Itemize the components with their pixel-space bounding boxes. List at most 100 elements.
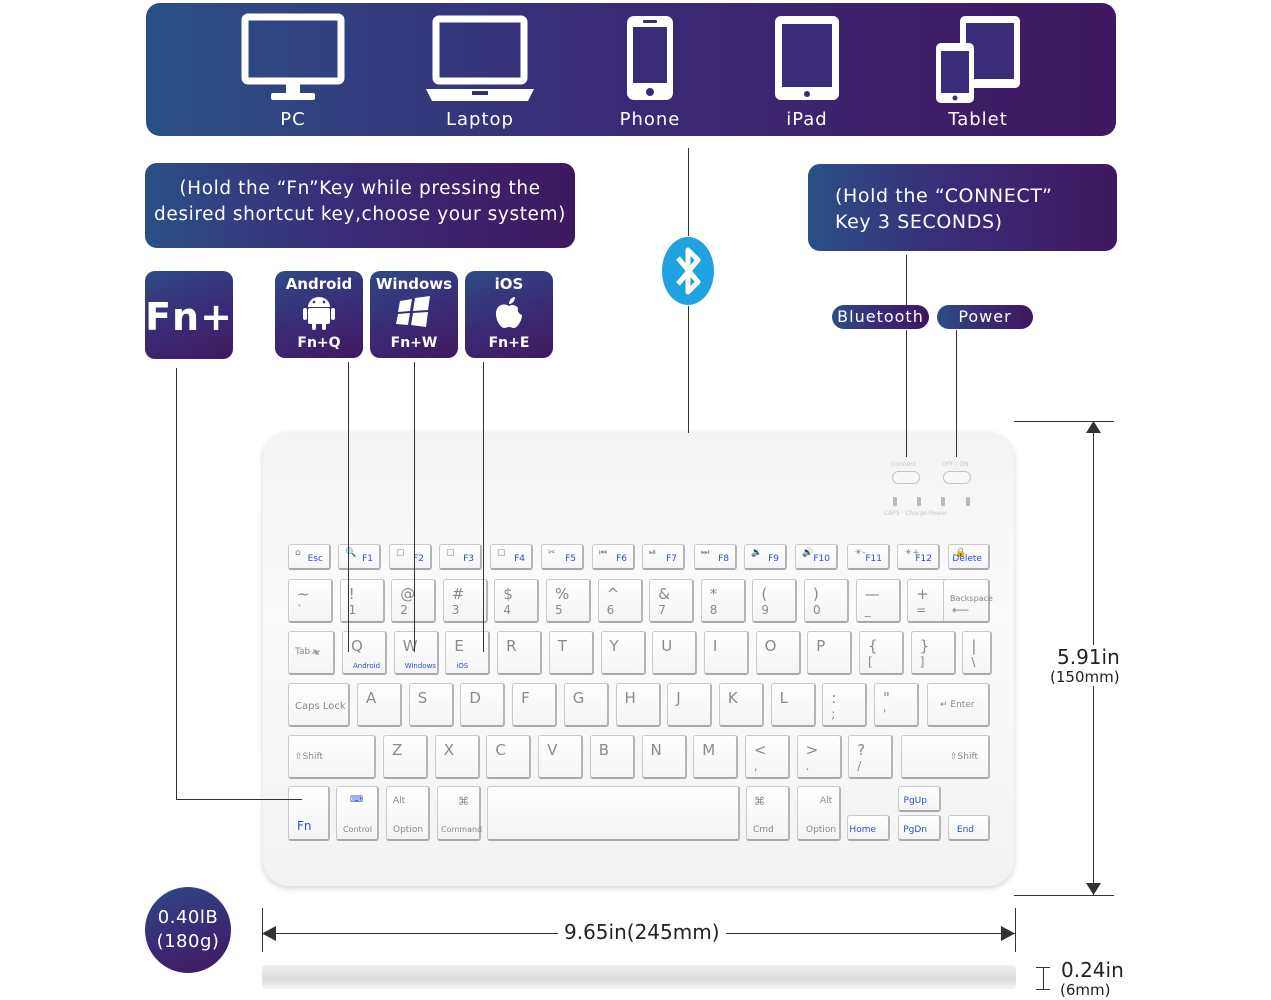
key[interactable]: }]	[910, 631, 956, 675]
function-key[interactable]: ⏮F6	[592, 544, 635, 570]
backspace-key[interactable]: Backspace⟵	[943, 579, 993, 623]
function-key[interactable]: ☀-F11	[847, 544, 890, 570]
key[interactable]: :;	[822, 683, 868, 727]
key-icon: ⏮	[599, 548, 608, 558]
control-key[interactable]: ⌨Control	[336, 786, 379, 841]
right-shift-key[interactable]: ⇧Shift	[901, 735, 990, 779]
key[interactable]: V	[538, 735, 584, 779]
key[interactable]: C	[486, 735, 532, 779]
key[interactable]: %5	[546, 579, 591, 623]
key[interactable]: ^6	[597, 579, 643, 623]
key[interactable]: >.	[796, 735, 842, 779]
key[interactable]: Z	[383, 735, 428, 779]
power-switch[interactable]	[943, 471, 971, 484]
enter-key[interactable]: ↵ Enter	[927, 683, 990, 727]
pgup-key[interactable]: PgUp	[898, 786, 941, 812]
fn-key[interactable]: Fn	[288, 786, 330, 841]
connector-line	[956, 330, 957, 457]
command-key[interactable]: ⌘Command	[437, 786, 482, 841]
key[interactable]: B	[589, 735, 635, 779]
key[interactable]: !1	[339, 579, 385, 623]
key[interactable]: K	[718, 683, 764, 727]
keyboard-icon: ⌨	[350, 795, 363, 805]
function-key[interactable]: ⌂Esc	[288, 544, 331, 570]
function-key[interactable]: 🔒Delete	[948, 544, 990, 570]
key[interactable]: @2	[391, 579, 437, 623]
key[interactable]: H	[615, 683, 661, 727]
key-letter: R	[506, 637, 517, 655]
key[interactable]: N	[641, 735, 687, 779]
function-key[interactable]: 🔍F1	[338, 544, 381, 570]
key[interactable]: ~`	[288, 579, 333, 623]
function-key[interactable]: ⏯F7	[642, 544, 685, 570]
arrow-up-icon	[1086, 421, 1101, 433]
key-label: Tab ⇤	[295, 647, 321, 657]
key[interactable]: P	[807, 631, 853, 675]
key[interactable]: R	[497, 631, 543, 675]
key[interactable]: M	[693, 735, 739, 779]
note-line: (Hold the “Fn”Key while pressing the	[179, 178, 541, 199]
key[interactable]: J	[667, 683, 713, 727]
key[interactable]: <,	[744, 735, 790, 779]
key-label: PgDn	[903, 825, 927, 835]
key-lower: `	[297, 603, 303, 617]
indicator-light	[966, 497, 970, 506]
tablet-icon	[936, 16, 1020, 103]
function-key[interactable]: 🔊F10	[795, 544, 838, 570]
key[interactable]: X	[434, 735, 480, 779]
key[interactable]: Y	[600, 631, 646, 675]
tab-key[interactable]: Tab ⇤⇥	[288, 631, 335, 675]
function-key[interactable]: ▢F3	[439, 544, 482, 570]
key[interactable]: $4	[494, 579, 540, 623]
key[interactable]: #3	[442, 579, 488, 623]
left-shift-key[interactable]: ⇧Shift	[288, 735, 376, 779]
pgdn-key[interactable]: PgDn	[898, 815, 941, 841]
key[interactable]: U	[652, 631, 698, 675]
space-key[interactable]	[487, 786, 740, 841]
key[interactable]: "'	[874, 683, 919, 727]
key[interactable]: L	[770, 683, 816, 727]
cmd-key[interactable]: ⌘Cmd	[746, 786, 790, 841]
key[interactable]: I	[703, 631, 749, 675]
function-key[interactable]: ☀+F12	[897, 544, 940, 570]
connector-line	[906, 255, 907, 305]
key[interactable]: —_	[855, 579, 901, 623]
key-label: Delete	[952, 554, 982, 564]
badge-combo: Fn+W	[390, 335, 438, 351]
arrow-left-icon	[262, 926, 276, 941]
key[interactable]: T	[548, 631, 594, 675]
key-label: ↵ Enter	[940, 700, 975, 710]
key[interactable]: *8	[700, 579, 746, 623]
function-key[interactable]: ▢F2	[389, 544, 432, 570]
key[interactable]: (9	[752, 579, 798, 623]
key[interactable]: S	[408, 683, 454, 727]
function-key[interactable]: ✂F5	[541, 544, 584, 570]
end-key[interactable]: End	[948, 815, 990, 841]
key-letter: E	[454, 637, 464, 655]
key[interactable]: &7	[649, 579, 695, 623]
key[interactable]: G	[563, 683, 609, 727]
key[interactable]: A	[357, 683, 402, 727]
function-key[interactable]: 🔉F9	[744, 544, 787, 570]
home-key[interactable]: Home	[847, 815, 890, 841]
function-key[interactable]: ▢F4	[490, 544, 533, 570]
key-letter: A	[366, 689, 377, 707]
key[interactable]: F	[512, 683, 558, 727]
key-lower: 4	[503, 603, 512, 617]
key[interactable]: )0	[804, 579, 849, 623]
key[interactable]: {[	[859, 631, 904, 675]
key[interactable]: |\	[962, 631, 993, 675]
key[interactable]: ?/	[848, 735, 894, 779]
connect-button[interactable]	[892, 471, 920, 484]
device-ipad: iPad	[742, 13, 872, 136]
function-key[interactable]: ⏭F8	[694, 544, 737, 570]
caps-lock-key[interactable]: Caps Lock	[288, 683, 350, 727]
key-upper: %	[555, 585, 570, 603]
key[interactable]: D	[460, 683, 506, 727]
key[interactable]: O	[755, 631, 801, 675]
